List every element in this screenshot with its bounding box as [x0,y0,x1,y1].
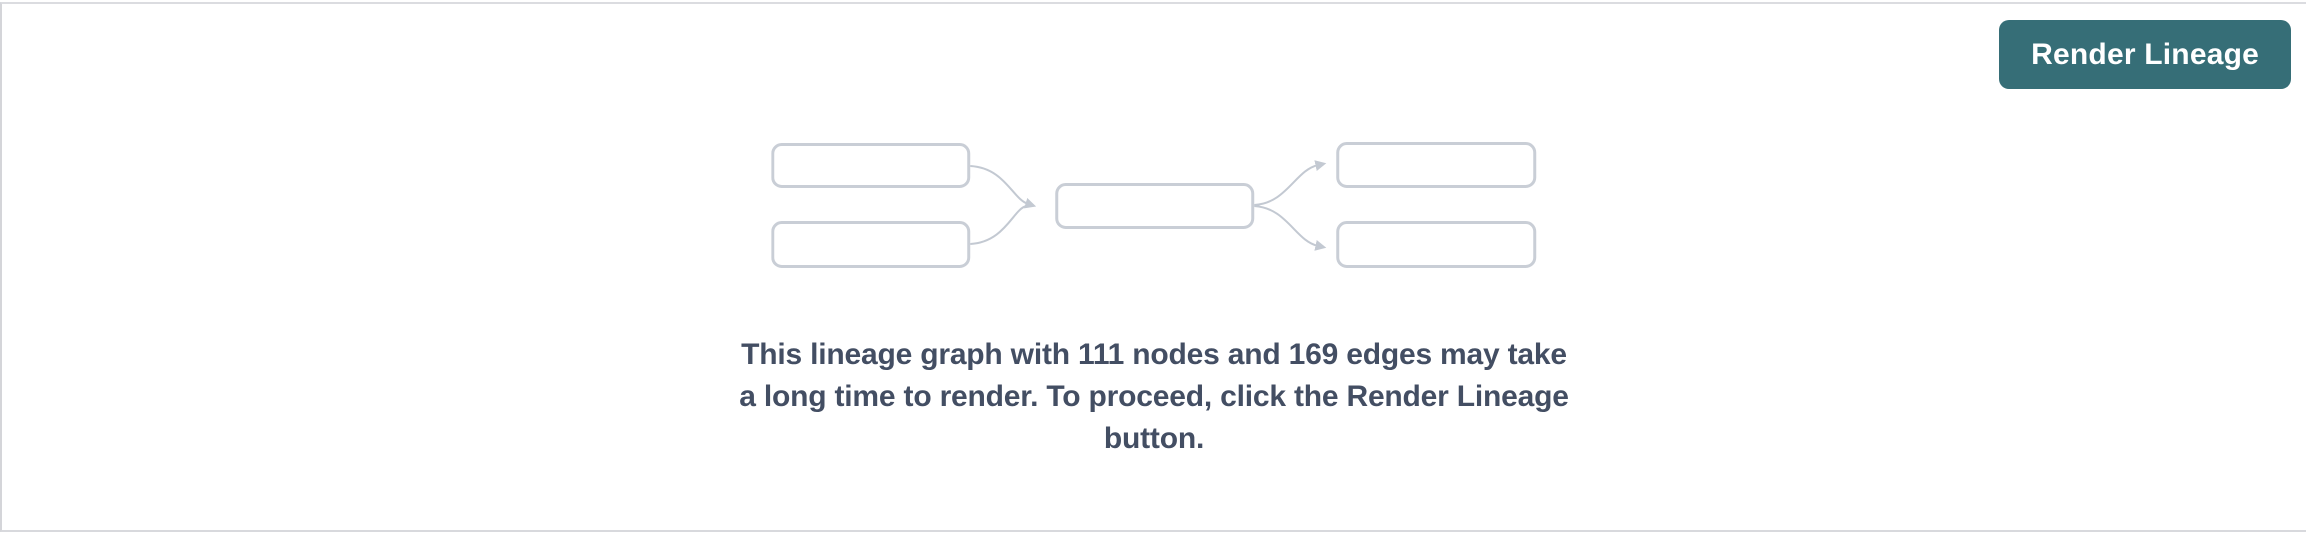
message-line-2: a long time to render. To proceed, click… [739,380,1569,413]
lineage-nodes [770,142,1536,268]
lineage-warning-message: This lineage graph with 111 nodes and 16… [739,334,1569,460]
source-node-top [770,143,970,188]
middle-node [1054,183,1254,229]
lineage-edges [969,160,1327,251]
target-node-bottom [1335,221,1536,268]
source-node-bottom [770,221,970,268]
target-node-top [1335,142,1536,188]
message-line-3: button. [1103,422,1205,455]
lineage-empty-state: This lineage graph with 111 nodes and 16… [739,142,1569,460]
render-lineage-button[interactable]: Render Lineage [1999,20,2291,89]
mini-lineage-graph-illustration [770,142,1536,268]
message-line-1: This lineage graph with 111 nodes and 16… [741,338,1567,371]
